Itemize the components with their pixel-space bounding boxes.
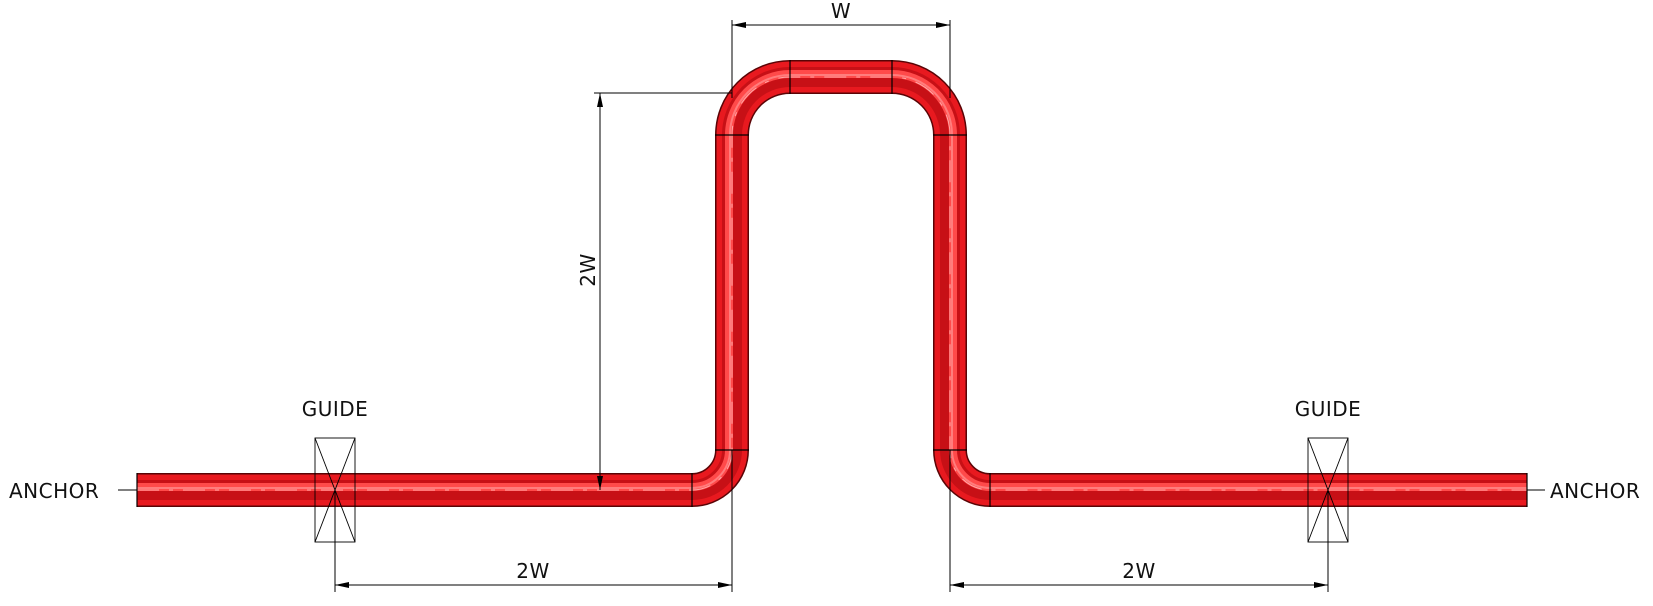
dim-height-label: 2W bbox=[576, 253, 600, 287]
pipe-highlight bbox=[137, 70, 1527, 491]
pipe-outline bbox=[137, 60, 1527, 507]
dim-left-offset-label: 2W bbox=[516, 559, 550, 583]
dim-width bbox=[731, 20, 951, 98]
pipe-centerline bbox=[137, 76, 1527, 491]
anchor-right-label: ANCHOR bbox=[1550, 479, 1640, 503]
dim-height bbox=[594, 92, 732, 490]
anchor-left-label: ANCHOR bbox=[9, 479, 99, 503]
pipe-highlight-soft bbox=[137, 74, 1527, 489]
pipe bbox=[136, 60, 1528, 507]
pipe-shade bbox=[137, 67, 1527, 500]
dim-right-offset bbox=[949, 450, 1329, 592]
guide-left-label: GUIDE bbox=[302, 397, 369, 421]
dim-right-offset-label: 2W bbox=[1122, 559, 1156, 583]
pipe-body bbox=[137, 61, 1527, 506]
dim-width-label: W bbox=[831, 0, 851, 23]
dim-left-offset bbox=[334, 450, 733, 592]
guide-right-label: GUIDE bbox=[1295, 397, 1362, 421]
